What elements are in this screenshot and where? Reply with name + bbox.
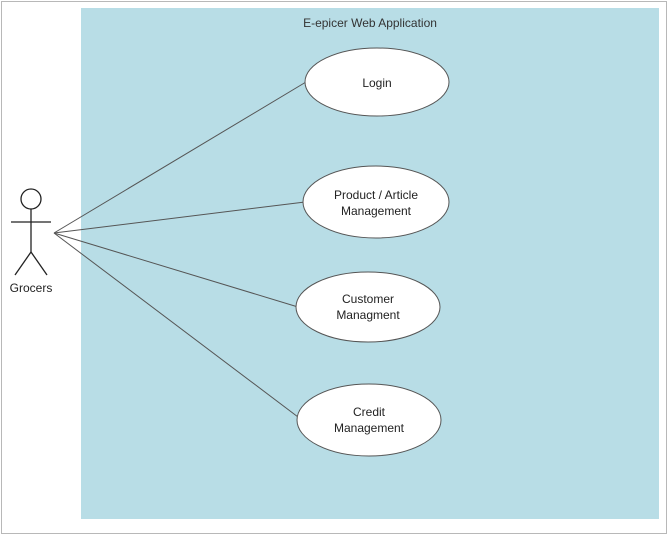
use-case-ellipse[interactable] [302, 165, 450, 239]
actor-left-leg [14, 251, 32, 276]
use-case-label-line-1: Customer [342, 292, 394, 306]
actor-grocers[interactable] [11, 188, 51, 276]
association-login[interactable] [53, 81, 307, 234]
use-case-label: Login [362, 76, 391, 90]
use-case-product-article-management[interactable]: Product / Article Management [302, 165, 450, 239]
use-case-label-line-1: Product / Article [334, 188, 418, 202]
association-customer-managment[interactable] [53, 232, 299, 308]
use-case-customer-managment[interactable]: Customer Managment [295, 271, 441, 343]
use-case-ellipse[interactable] [304, 47, 450, 117]
actor-label: Grocers [10, 281, 53, 295]
system-title: E-epicer Web Application [303, 16, 437, 30]
use-case-label-line-1: Credit [353, 405, 386, 419]
use-case-label-line-2: Management [334, 421, 405, 435]
use-case-label-line-2: Managment [336, 308, 400, 322]
use-case-label-line-2: Management [341, 204, 412, 218]
actor-head [20, 188, 42, 210]
use-case-ellipse[interactable] [295, 271, 441, 343]
use-case-credit-management[interactable]: Credit Management [296, 383, 442, 457]
association-credit-management[interactable] [53, 232, 303, 421]
actor-right-leg [30, 251, 48, 276]
use-case-login[interactable]: Login [304, 47, 450, 117]
association-product-article-management[interactable] [53, 201, 306, 234]
associations [53, 81, 307, 421]
use-case-ellipse[interactable] [296, 383, 442, 457]
